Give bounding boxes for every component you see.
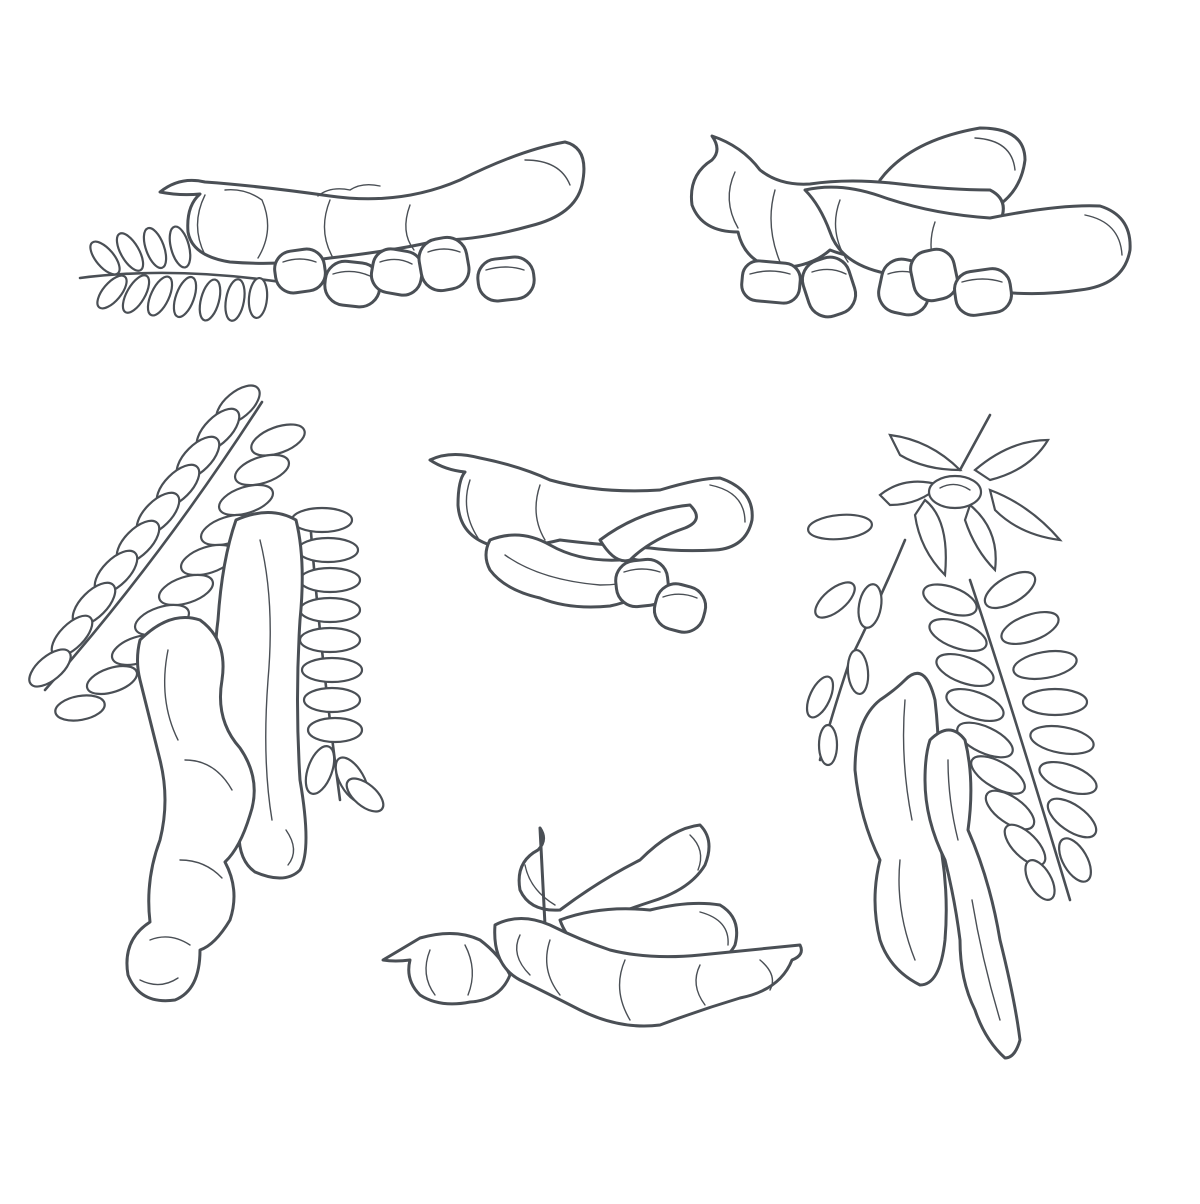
tamarind-pod-with-seeds-top-left [78,140,586,322]
pod-right [923,728,1022,1060]
seeds [740,247,1013,319]
flower [878,413,1063,578]
tamarind-pods-bottom-center [381,823,803,1028]
leaf-sprig [78,225,302,322]
bud-sprig [805,513,907,767]
open-tamarind-pod-center [428,453,754,634]
leaf-branch [28,384,306,722]
pod-front [125,616,256,1003]
tamarind-pods-with-leaf-branch-left [28,384,385,1003]
tamarind-branch-with-flower-right [805,413,1098,1060]
tamarind-pods-with-seeds-top-right [689,126,1132,319]
pod [158,140,586,265]
pod-split [598,503,698,563]
seeds [614,557,708,634]
leaf-branch-right [290,506,385,813]
pod-upper [428,453,754,553]
leaf-branch [922,570,1098,902]
pod-front [493,917,803,1028]
seeds [273,235,536,309]
pod-left [381,932,512,1006]
